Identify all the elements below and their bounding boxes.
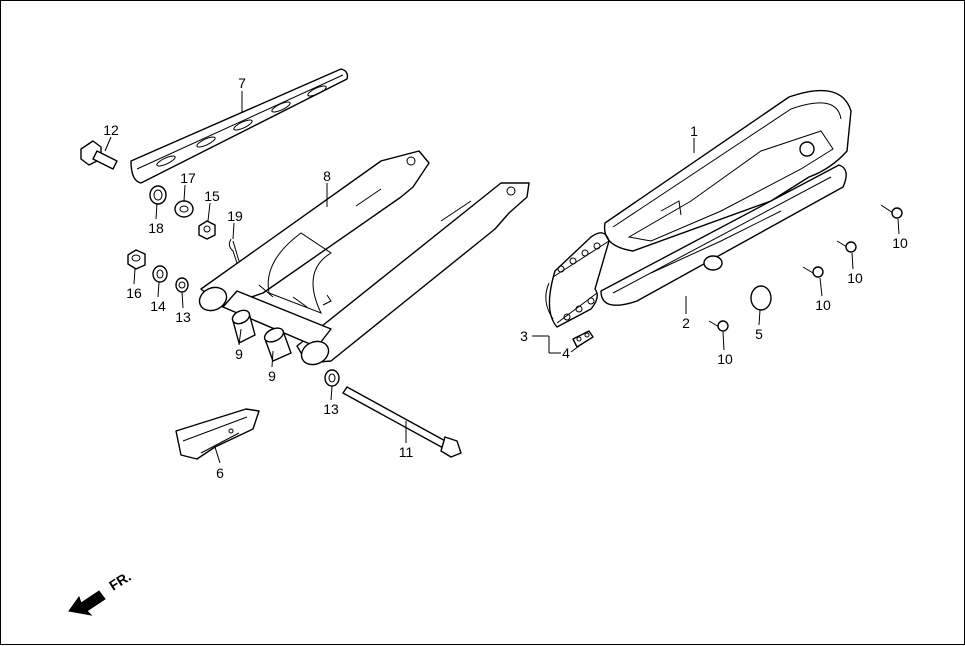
part-6-chain-slider xyxy=(175,408,260,460)
part-2-chain-case-lower xyxy=(600,164,847,306)
callout-5: 5 xyxy=(755,326,763,342)
part-15-nut xyxy=(198,220,216,240)
callout-11: 11 xyxy=(399,444,414,460)
front-direction-arrow-icon xyxy=(68,590,106,616)
part-5-cap xyxy=(750,285,772,311)
callout-10-c: 10 xyxy=(815,297,831,313)
part-7-chain-guide-strip xyxy=(130,68,349,184)
part-17-washer xyxy=(174,200,194,218)
callout-16: 16 xyxy=(126,285,142,301)
callout-10-b: 10 xyxy=(847,270,863,286)
callout-7: 7 xyxy=(238,75,246,91)
part-10-bolt-a xyxy=(880,204,903,219)
callout-8: 8 xyxy=(323,168,331,184)
part-19-cotter-pin xyxy=(228,238,240,264)
part-14-washer xyxy=(152,265,168,283)
part-13-washer-upper xyxy=(175,277,189,293)
part-1-chain-case-upper xyxy=(603,89,852,252)
part-9-bushing-left xyxy=(231,309,256,344)
part-12-bolt xyxy=(80,140,118,170)
callout-18: 18 xyxy=(148,220,164,236)
part-10-bolt-c xyxy=(802,266,824,278)
part-13-washer-lower xyxy=(324,369,340,387)
front-direction-label: FR. xyxy=(106,568,134,594)
callout-12: 12 xyxy=(103,122,119,138)
callout-4: 4 xyxy=(562,345,570,361)
callout-15: 15 xyxy=(204,188,220,204)
callout-1: 1 xyxy=(690,123,698,139)
callout-3: 3 xyxy=(520,328,528,344)
callout-13-lower: 13 xyxy=(323,401,339,417)
part-3-drive-chain xyxy=(545,232,610,328)
callout-19: 19 xyxy=(227,208,243,224)
callout-9-right: 9 xyxy=(268,368,276,384)
part-8-swing-arm xyxy=(198,150,530,366)
callout-14: 14 xyxy=(150,298,166,314)
part-10-bolt-b xyxy=(836,240,857,253)
part-18-washer xyxy=(149,185,167,205)
part-16-nut xyxy=(127,249,146,270)
callout-10-d: 10 xyxy=(717,351,733,367)
callout-2: 2 xyxy=(682,315,690,331)
part-4-chain-joint xyxy=(572,330,594,348)
callout-17: 17 xyxy=(180,170,196,186)
callout-13-upper: 13 xyxy=(175,309,191,325)
callout-10-a: 10 xyxy=(892,235,908,251)
part-10-bolt-d xyxy=(708,320,729,332)
callout-9-left: 9 xyxy=(235,346,243,362)
part-11-pivot-bolt xyxy=(342,386,462,458)
callout-6: 6 xyxy=(216,465,224,481)
leader-lines xyxy=(104,91,900,464)
part-9-bushing-right xyxy=(263,327,292,362)
